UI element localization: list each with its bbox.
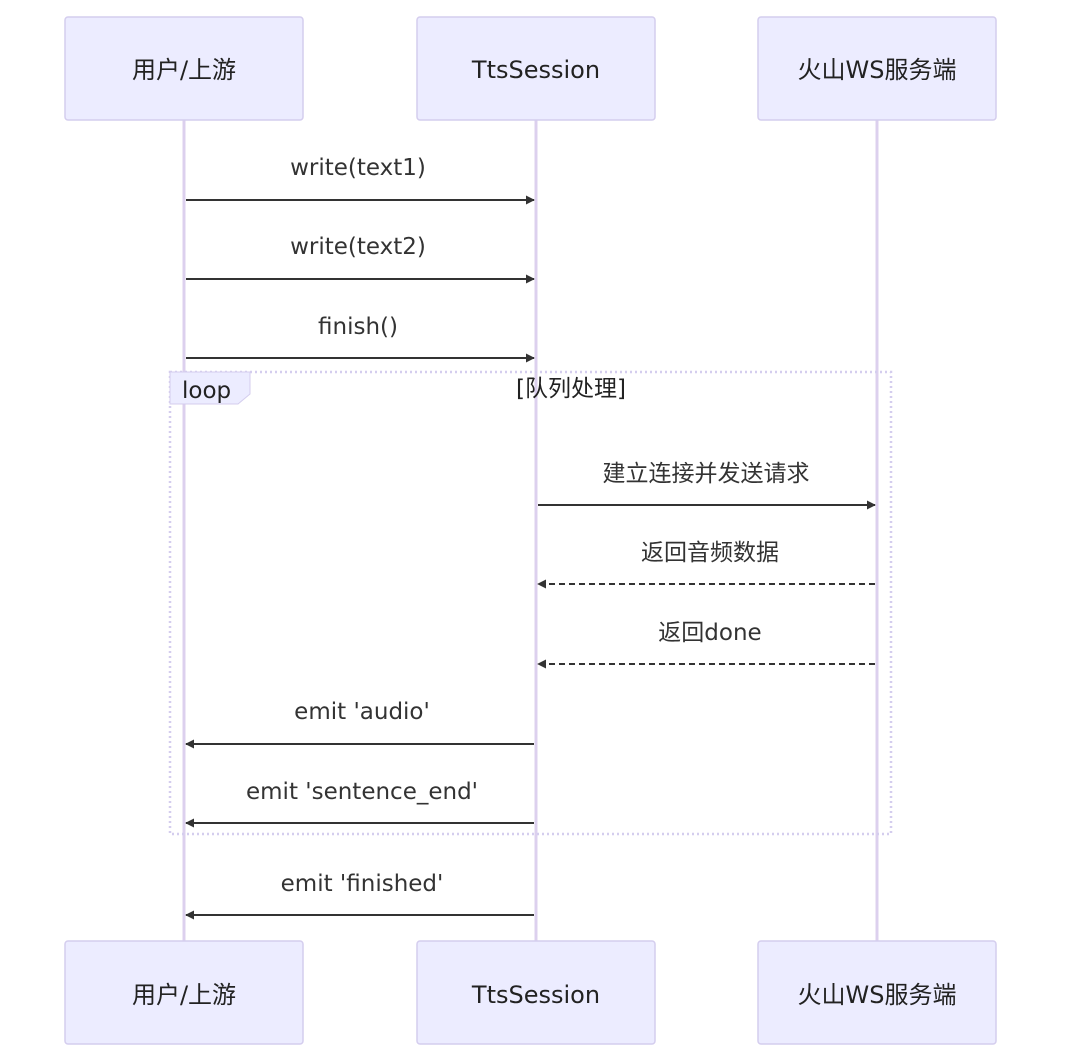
message-label: 返回done	[658, 620, 761, 646]
message-label: emit 'finished'	[281, 871, 444, 897]
message: write(text1)	[186, 155, 535, 205]
message-label: 建立连接并发送请求	[603, 461, 810, 487]
actor-label: 火山WS服务端	[798, 56, 957, 84]
message-label: emit 'audio'	[294, 699, 430, 725]
message: finish()	[186, 314, 535, 363]
message-label: 返回音频数据	[641, 540, 779, 566]
message: 建立连接并发送请求	[538, 461, 876, 510]
actor-label: 用户/上游	[132, 981, 236, 1009]
loop-label: loop	[182, 378, 231, 404]
message: emit 'finished'	[185, 871, 534, 920]
message-label: finish()	[318, 314, 398, 340]
message: 返回音频数据	[537, 540, 875, 589]
message: write(text2)	[186, 234, 535, 284]
loop-border	[168, 370, 893, 836]
loop-frame: loop [队列处理]	[168, 370, 893, 836]
actor-user-top: 用户/上游	[64, 16, 304, 121]
loop-condition: [队列处理]	[516, 376, 626, 402]
actor-label: TtsSession	[471, 981, 600, 1009]
actor-ws-server-top: 火山WS服务端	[757, 16, 997, 121]
loop-tab	[169, 371, 251, 405]
message-label: write(text2)	[290, 234, 426, 260]
message-label: write(text1)	[290, 155, 426, 181]
actor-label: 用户/上游	[132, 56, 236, 84]
actor-label: TtsSession	[471, 56, 600, 84]
actor-tts-session-bottom: TtsSession	[416, 940, 656, 1045]
message: 返回done	[537, 620, 875, 669]
message-label: emit 'sentence_end'	[246, 779, 478, 805]
actor-tts-session-top: TtsSession	[416, 16, 656, 121]
actor-label: 火山WS服务端	[798, 981, 957, 1009]
actor-ws-server-bottom: 火山WS服务端	[757, 940, 997, 1045]
message: emit 'audio'	[185, 699, 534, 749]
actor-user-bottom: 用户/上游	[64, 940, 304, 1045]
message: emit 'sentence_end'	[185, 779, 534, 828]
